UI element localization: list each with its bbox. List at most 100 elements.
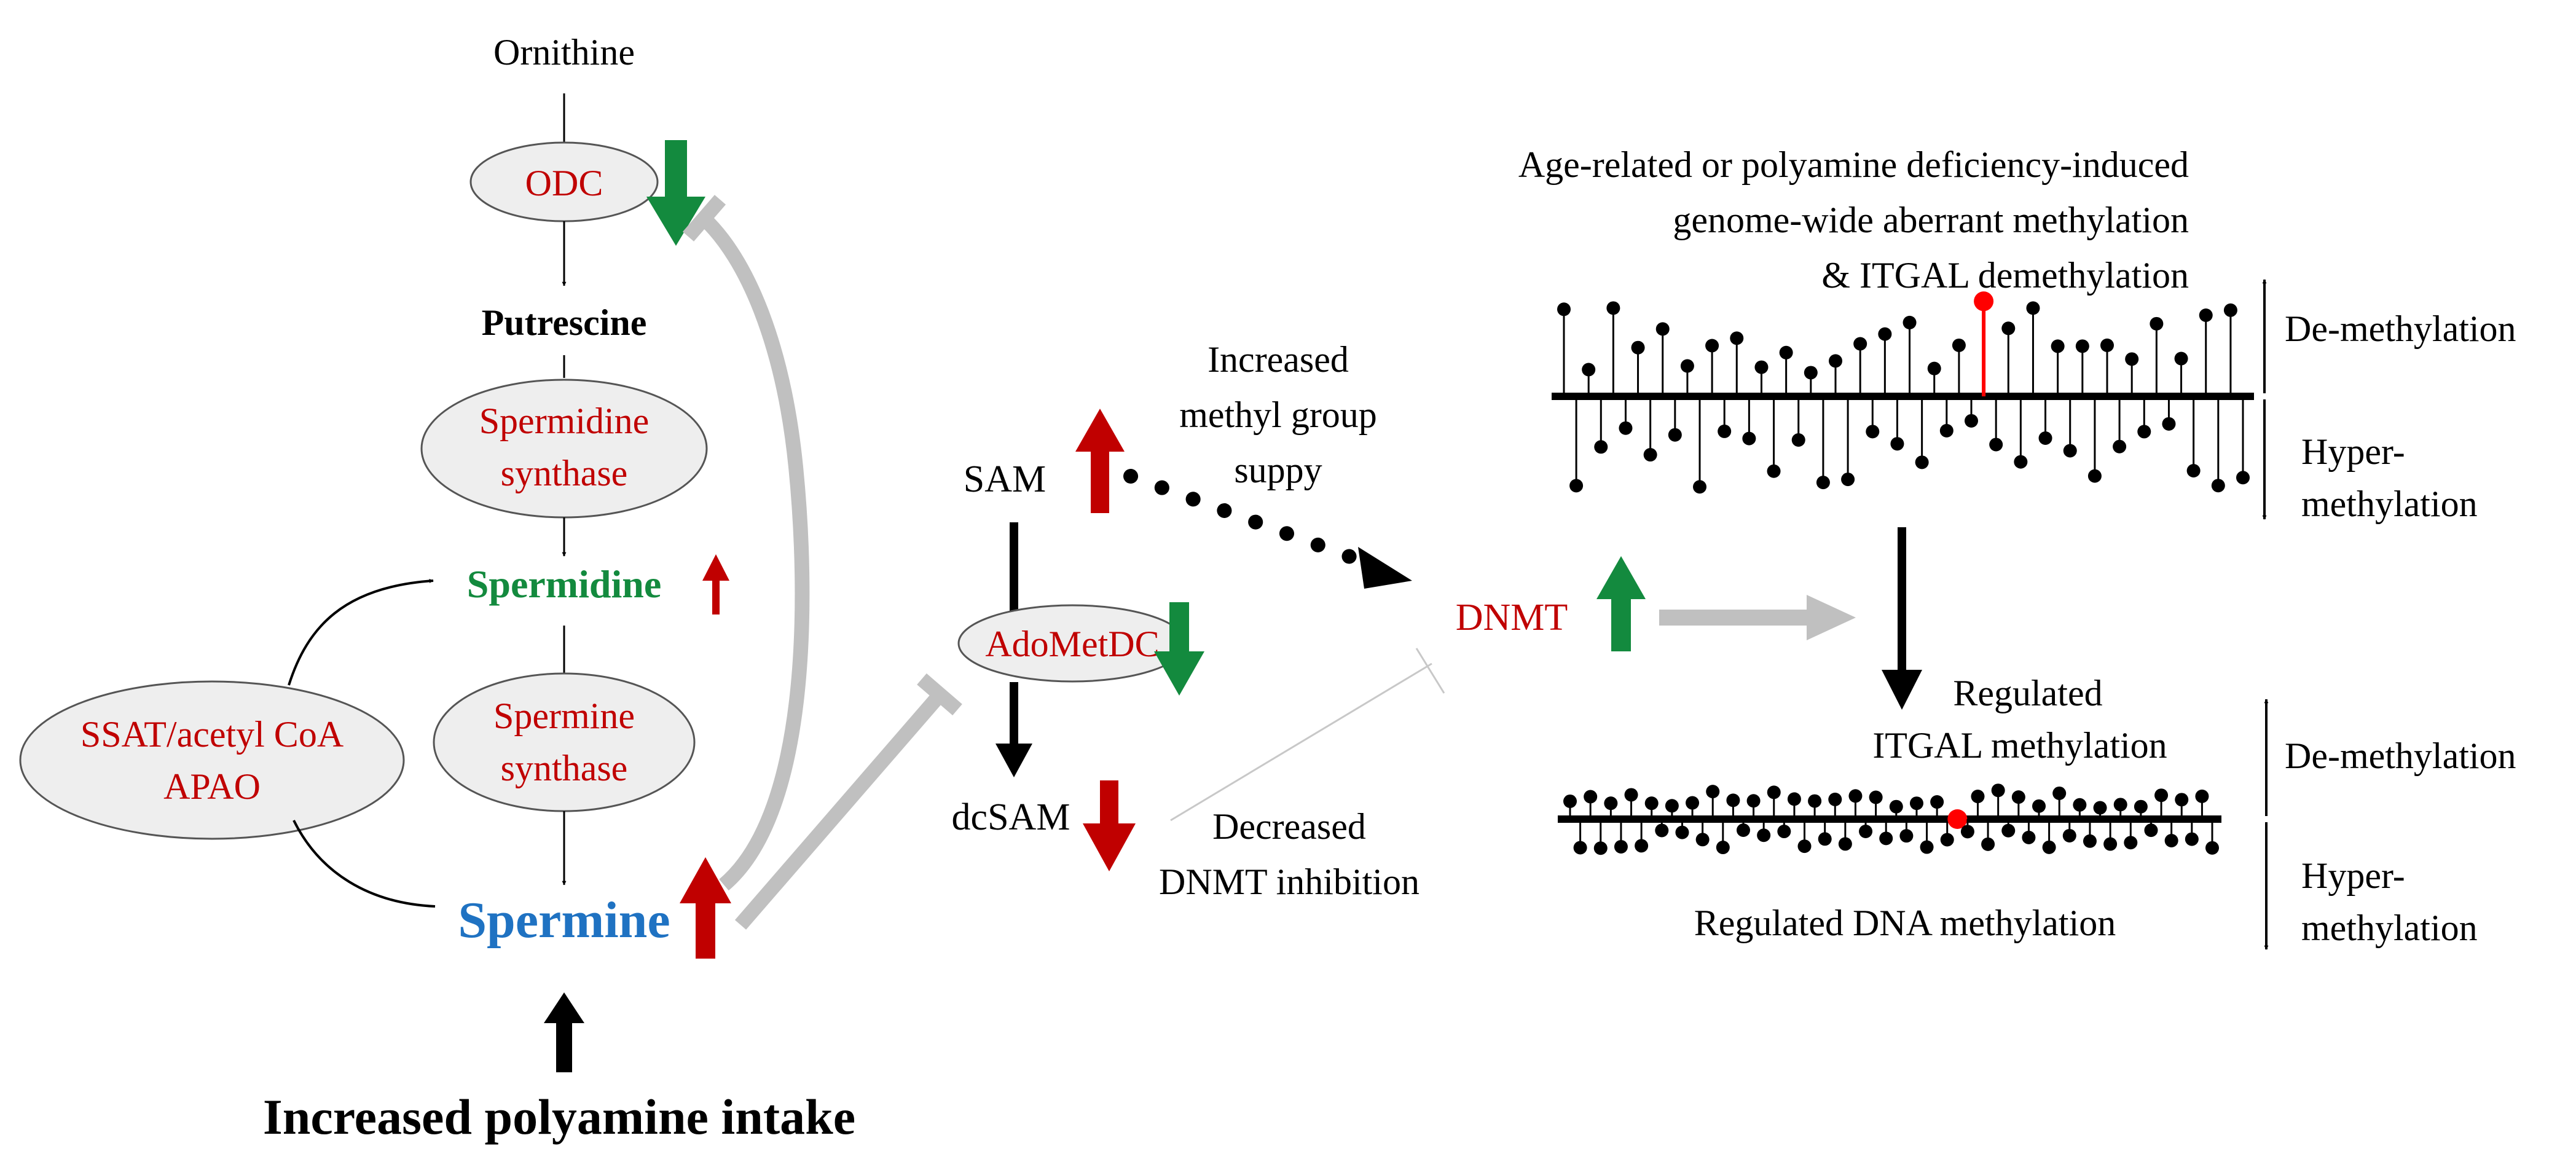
regulated-label-1: Regulated xyxy=(1953,673,2102,713)
regulated-site-dot xyxy=(2052,786,2067,800)
aberrant-site-dot xyxy=(1730,331,1744,345)
regulated-site-dot xyxy=(2022,830,2036,844)
aberrant-site-dot xyxy=(1779,345,1793,359)
regulated-site-dot xyxy=(1736,823,1750,838)
aberrant-site-dot xyxy=(1668,428,1682,442)
regulated-site-dot xyxy=(1947,809,1968,829)
aberrant-site-dot xyxy=(1816,476,1830,490)
regulated-site-dot xyxy=(1716,841,1730,855)
aberrant-site-dot xyxy=(2174,351,2188,366)
regulated-site-dot xyxy=(1930,795,1944,809)
aberrant-site-dot xyxy=(2236,471,2250,485)
increased-label-3: suppy xyxy=(1234,450,1322,490)
aberrant-label-1: Age-related or polyamine deficiency-indu… xyxy=(1518,144,2189,185)
regulated-site-dot xyxy=(2093,801,2107,815)
demethylation-bottom-label: De-methylation xyxy=(2285,736,2516,776)
aberrant-site-dot xyxy=(2162,417,2176,431)
sam-label: SAM xyxy=(964,458,1046,500)
aberrant-site-dot xyxy=(1829,354,1842,368)
polyamine-intake-label: Increased polyamine intake xyxy=(263,1089,855,1145)
aberrant-label-2: genome-wide aberrant methylation xyxy=(1673,200,2189,240)
ssat-label-1: SSAT/acetyl CoA xyxy=(80,714,344,755)
regulated-site-dot xyxy=(1655,823,1669,838)
aberrant-site-dot xyxy=(2150,316,2164,331)
aberrant-site-dot xyxy=(1680,359,1694,373)
regulated-site-dot xyxy=(2164,834,2178,848)
regulated-site-dot xyxy=(1757,828,1771,842)
regulated-site-dot xyxy=(2175,793,2189,807)
sam-up-arrow xyxy=(1075,409,1125,513)
regulated-site-dot xyxy=(1848,789,1863,803)
aberrant-site-dot xyxy=(2001,321,2016,336)
aberrant-site-dot xyxy=(2223,303,2237,317)
regulated-site-dot xyxy=(2042,840,2056,854)
adometdc-inhibition-bar xyxy=(917,673,962,716)
aberrant-site-dot xyxy=(1718,424,1732,438)
aberrant-site-dot xyxy=(2063,444,2077,458)
aberrant-site-dot xyxy=(1754,360,1769,374)
spermine-inhibits-adometdc xyxy=(734,689,946,930)
regulated-site-dot xyxy=(1767,785,1781,799)
aberrant-site-dot xyxy=(2087,469,2102,483)
spermidine-label: Spermidine xyxy=(467,562,661,606)
aberrant-site-dot xyxy=(1866,425,1880,439)
aberrant-site-dot xyxy=(1915,455,1929,469)
regulated-site-dot xyxy=(2195,789,2209,803)
regulated-site-dot xyxy=(2083,834,2097,848)
decreased-label-1: Decreased xyxy=(1212,806,1366,847)
regulated-label-2: ITGAL methylation xyxy=(1872,725,2167,766)
regulated-site-dot xyxy=(1991,783,2005,798)
aberrant-site-dot xyxy=(1791,433,1805,447)
regulated-site-dot xyxy=(2032,799,2046,813)
regulated-site-dot xyxy=(2185,832,2199,846)
spermidine-up-arrow xyxy=(702,554,729,614)
aberrant-site-dot xyxy=(2014,455,2028,469)
increased-label-2: methyl group xyxy=(1179,395,1377,435)
hyper-bottom-label-1: Hyper- xyxy=(2301,855,2405,896)
aberrant-site-dot xyxy=(1631,340,1645,355)
ssat-label-2: APAO xyxy=(163,766,261,807)
decreased-label-2: DNMT inhibition xyxy=(1159,862,1420,902)
regulated-site-dot xyxy=(1920,840,1934,854)
sam-to-dnmt-arrowhead xyxy=(1358,547,1412,589)
hyper-top-label-1: Hyper- xyxy=(2301,431,2405,472)
aberrant-site-dot xyxy=(1853,337,1867,351)
hyper-bottom-label-2: methylation xyxy=(2301,908,2478,948)
regulated-site-dot xyxy=(1787,792,1801,806)
dcsam-inhibits-dnmt xyxy=(1170,662,1432,822)
spermine-label: Spermine xyxy=(458,892,670,949)
aberrant-site-dot xyxy=(1965,414,1978,428)
spermine-up-arrow xyxy=(680,857,731,959)
odc-label: ODC xyxy=(525,163,603,203)
regulated-site-dot xyxy=(1859,824,1873,838)
regulated-site-dot xyxy=(2124,836,2138,850)
spermidine-synthase-label-2: synthase xyxy=(501,453,628,493)
regulated-site-dot xyxy=(1909,796,1923,811)
aberrant-site-dot xyxy=(1643,448,1657,462)
aberrant-site-dot xyxy=(2100,338,2114,352)
dnmt-inhibition-bar xyxy=(1415,648,1445,694)
regulated-site-dot xyxy=(1828,792,1842,806)
regulated-dna-label: Regulated DNA methylation xyxy=(1694,903,2116,943)
aberrant-site-dot xyxy=(1606,301,1620,315)
aberrant-site-dot xyxy=(2026,301,2040,315)
regulated-site-dot xyxy=(2205,841,2219,855)
ssat-to-spermidine-arrow xyxy=(288,578,434,686)
dnmt-up-arrow xyxy=(1596,556,1646,651)
hyper-top-label-2: methylation xyxy=(2301,484,2478,524)
aberrant-methylation-sites xyxy=(1557,291,2250,494)
ornithine-label: Ornithine xyxy=(493,32,635,73)
aberrant-site-dot xyxy=(1693,480,1706,494)
regulated-site-dot xyxy=(1665,799,1679,813)
aberrant-site-dot xyxy=(1841,473,1855,487)
regulated-site-dot xyxy=(1899,829,1914,843)
ssat-enzyme xyxy=(19,680,405,840)
aberrant-site-dot xyxy=(1903,315,1917,329)
aberrant-site-dot xyxy=(2137,425,2151,439)
dcsam-label: dcSAM xyxy=(952,796,1070,838)
aberrant-site-dot xyxy=(1890,437,1904,451)
adometdc-label: AdoMetDC xyxy=(985,624,1159,664)
regulated-site-dot xyxy=(1960,825,1974,839)
regulated-site-dot xyxy=(1635,839,1649,853)
regulated-site-dot xyxy=(2073,798,2087,812)
